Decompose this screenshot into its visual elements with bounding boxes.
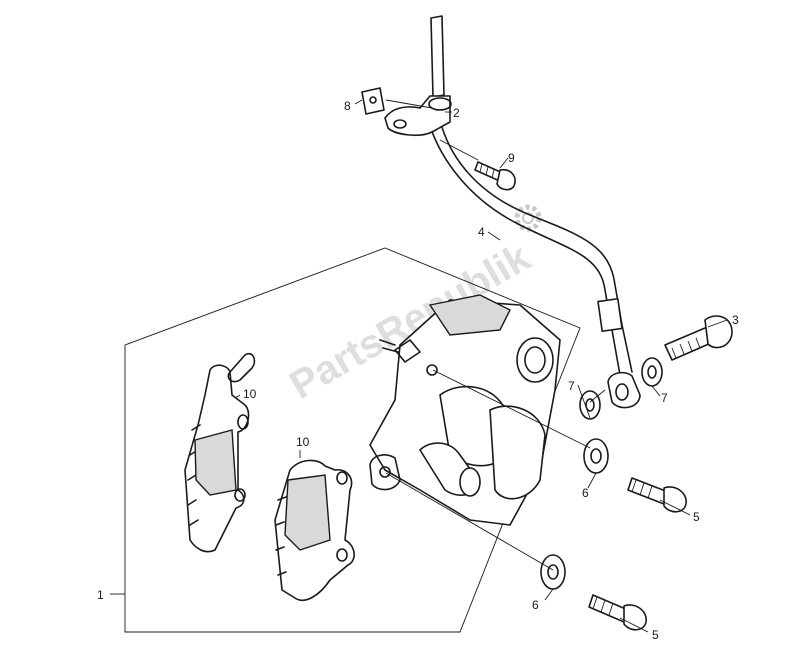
washer-right [641, 357, 663, 387]
callout-7-right: 7 [661, 391, 668, 405]
assembly-axis-lines [385, 99, 606, 571]
hose-clamp-bracket [384, 95, 452, 137]
brake-pad-rear [184, 352, 256, 553]
callout-1: 1 [97, 588, 104, 602]
callout-labels: 1 2 3 4 5 5 6 6 7 7 8 9 10 10 [97, 99, 739, 642]
callout-10-rear: 10 [243, 387, 257, 401]
mounting-washer-upper [583, 438, 609, 474]
callout-6-upper: 6 [582, 486, 589, 500]
callout-8: 8 [344, 99, 351, 113]
callout-5-upper: 5 [693, 510, 700, 524]
banjo-fitting [607, 371, 641, 409]
callout-7-left: 7 [568, 379, 575, 393]
banjo-bolt [664, 315, 733, 361]
callout-4: 4 [478, 225, 485, 239]
mounting-washer-lower [540, 554, 566, 590]
washer-left [579, 390, 601, 420]
callout-9: 9 [508, 151, 515, 165]
brake-pad-front [274, 459, 355, 602]
mounting-bolt-upper [627, 477, 687, 513]
bracket-bolt [474, 161, 516, 191]
brake-caliper [369, 294, 561, 526]
callout-5-lower: 5 [652, 628, 659, 642]
callout-3: 3 [732, 313, 739, 327]
clip-nut [361, 87, 385, 115]
brake-hose [427, 15, 633, 376]
mounting-bolt-lower [588, 594, 647, 631]
leader-lines [110, 99, 728, 633]
callout-6-lower: 6 [532, 598, 539, 612]
callout-2: 2 [453, 106, 460, 120]
callout-10-front: 10 [296, 435, 310, 449]
